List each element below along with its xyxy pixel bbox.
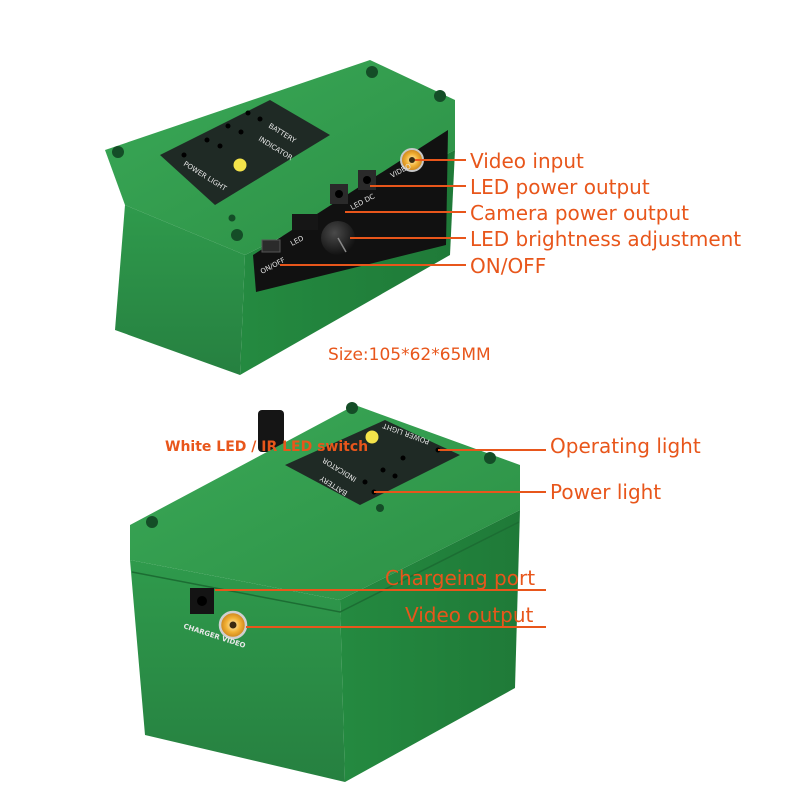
device-top-front-face (115, 205, 245, 375)
screw-icon (376, 504, 384, 512)
status-led-icon (257, 116, 263, 122)
knob-shaft (292, 214, 318, 230)
callout-led-switch: White LED / IR LED switch (165, 439, 368, 455)
video-input-port-core (409, 157, 415, 163)
status-led-icon (217, 143, 223, 149)
status-led-icon (225, 123, 231, 129)
led-dc-port-hole (363, 176, 371, 184)
status-led-icon (362, 479, 368, 485)
callout-power-light: Power light (550, 480, 661, 504)
video-output-port-core (229, 621, 237, 629)
bottom-callout-lines (215, 449, 546, 628)
callout-camera-power-output: Camera power output (470, 201, 689, 225)
status-led-icon (392, 473, 398, 479)
screw-icon (434, 90, 446, 102)
size-label: Size:105*62*65MM (328, 345, 491, 365)
device-bottom-side-face (340, 510, 520, 782)
indicator-panel (160, 100, 330, 205)
indicator-button-icon (233, 158, 247, 172)
indicator-button-icon (365, 430, 379, 444)
screw-icon (146, 516, 158, 528)
screw-icon (484, 452, 496, 464)
screw-icon (112, 146, 124, 158)
callout-led-power-output: LED power output (470, 175, 650, 199)
callout-video-input: Video input (470, 149, 584, 173)
indicator-panel (285, 420, 460, 505)
screw-icon (231, 229, 243, 241)
camera-dc-port-hole (335, 190, 343, 198)
screw-icon (346, 402, 358, 414)
status-led-icon (380, 467, 386, 473)
top-callout-lines (280, 159, 466, 266)
device-bottom: POWER LIGHT INDICATOR BATTERY CHARGER VI… (130, 402, 520, 782)
switch-knob-back (258, 410, 284, 452)
callout-on-off: ON/OFF (470, 254, 546, 278)
device-top: BATTERY INDICATOR POWER LIGHT VIDEO LED … (105, 60, 455, 375)
on-off-switch (261, 239, 281, 253)
device-bottom-lip (131, 521, 520, 613)
brightness-knob-mark (337, 237, 347, 253)
callout-led-brightness: LED brightness adjustment (470, 227, 741, 251)
status-led-icon (204, 137, 210, 143)
status-led-icon (400, 455, 406, 461)
status-led-icon (238, 129, 244, 135)
status-led-icon (181, 152, 187, 158)
callout-operating-light: Operating light (550, 434, 701, 458)
callout-video-output: Video output (405, 603, 534, 627)
screw-icon (228, 214, 236, 222)
charging-port-hole (197, 596, 207, 606)
device-bottom-front-face (130, 560, 345, 782)
status-led-icon (245, 110, 251, 116)
screw-icon (366, 66, 378, 78)
callout-charging-port: Chargeing port (385, 566, 535, 590)
